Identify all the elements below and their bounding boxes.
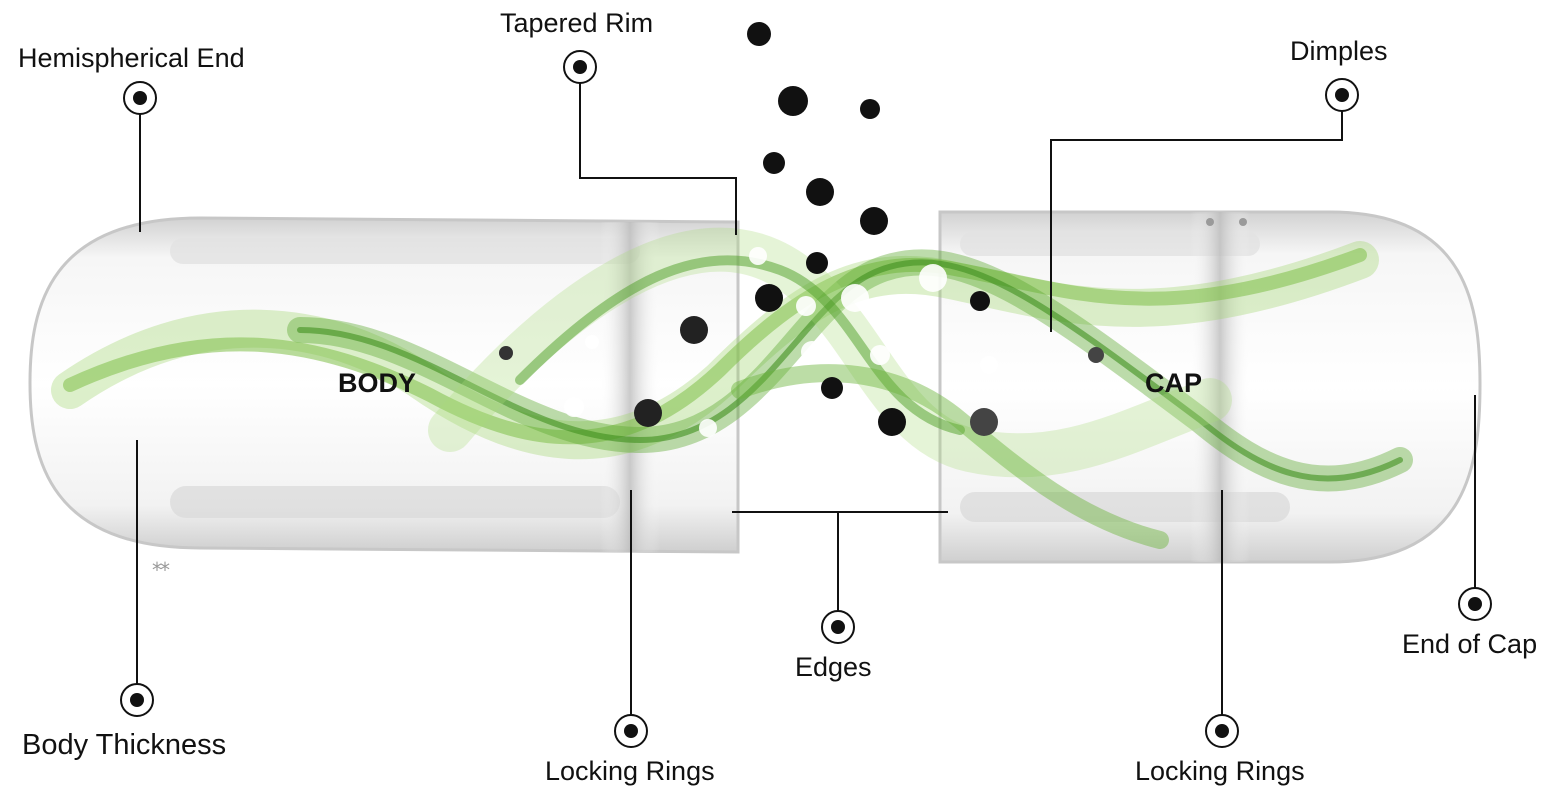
label-locking-rings-right: Locking Rings: [1135, 756, 1305, 786]
label-end-of-cap: End of Cap: [1402, 629, 1538, 659]
label-body-thickness: Body Thickness: [22, 729, 227, 761]
asterisk-mark: **: [152, 558, 170, 582]
green-ribbon-waves: [51, 227, 1413, 549]
marker-edges: [821, 610, 855, 644]
particles: [499, 22, 1104, 437]
marker-locking-rings-left: [614, 714, 648, 748]
marker-tapered-rim: [563, 50, 597, 84]
part-label-cap: CAP: [1145, 368, 1203, 398]
leader-lines: [136, 67, 1476, 731]
marker-hemispherical-end: [123, 81, 157, 115]
marker-dimples: [1325, 78, 1359, 112]
label-dimples: Dimples: [1290, 36, 1388, 66]
dimple-mark: [1206, 218, 1214, 226]
label-hemispherical-end: Hemispherical End: [18, 43, 245, 73]
dimple-mark: [1239, 218, 1247, 226]
marker-end-of-cap: [1458, 587, 1492, 621]
locking-ring-cap: [1190, 212, 1250, 562]
label-locking-rings-left: Locking Rings: [545, 756, 715, 786]
part-label-body: BODY: [338, 368, 417, 398]
marker-body-thickness: [120, 683, 154, 717]
marker-locking-rings-right: [1205, 714, 1239, 748]
label-tapered-rim: Tapered Rim: [500, 8, 654, 38]
capsule-body-shell: [28, 216, 740, 554]
label-edges: Edges: [795, 652, 872, 682]
